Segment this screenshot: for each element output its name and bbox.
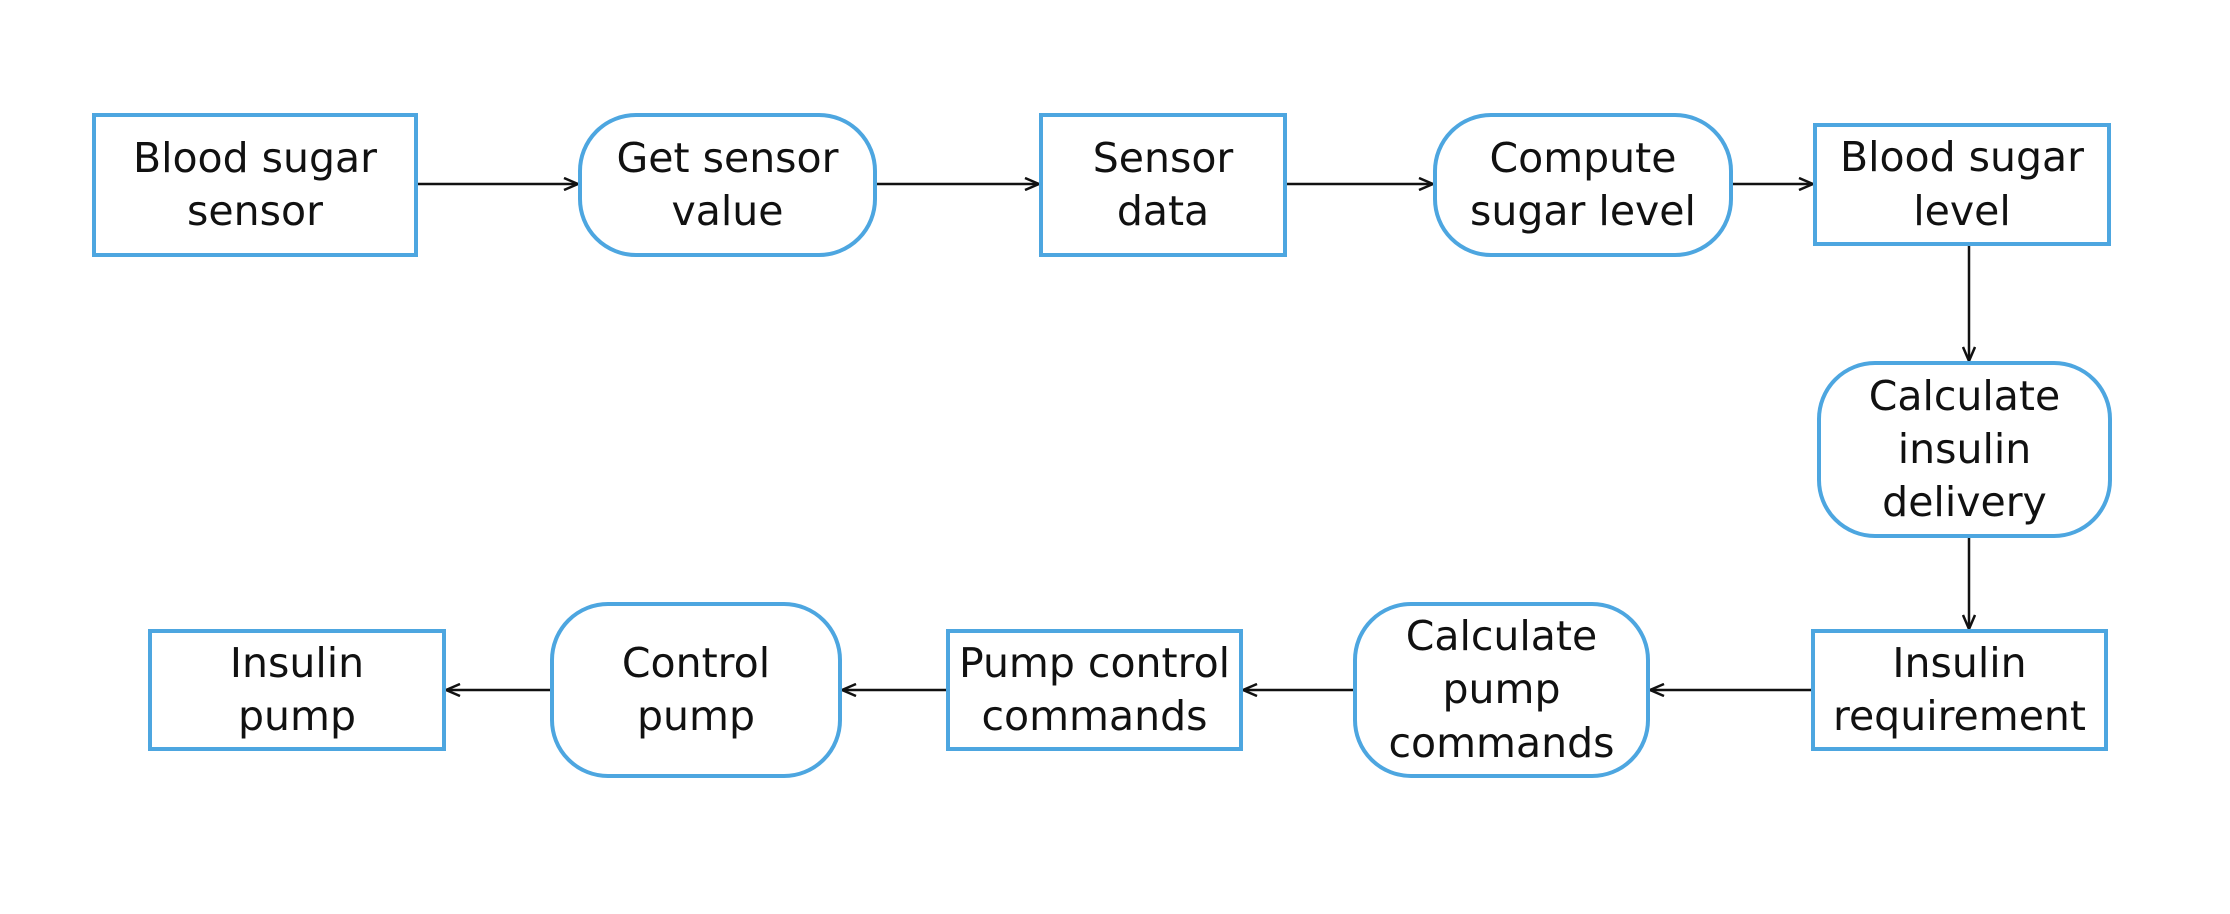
node-label: Insulin pump <box>229 638 365 740</box>
node-label: Pump control commands <box>958 638 1231 740</box>
node-label: Insulin requirement <box>1833 638 2086 740</box>
node-blood-sugar-level: Blood sugar level <box>1813 123 2111 246</box>
node-insulin-requirement: Insulin requirement <box>1811 629 2108 751</box>
node-blood-sugar-sensor: Blood sugar sensor <box>92 113 418 257</box>
process-get-sensor-value: Get sensor value <box>578 113 877 257</box>
node-pump-control-commands: Pump control commands <box>946 629 1243 751</box>
process-control-pump: Control pump <box>550 602 842 778</box>
node-label: Blood sugar sensor <box>132 133 378 235</box>
process-compute-sugar-level: Compute sugar level <box>1433 113 1733 257</box>
process-label: Compute sugar level <box>1470 133 1696 235</box>
process-label: Calculate insulin delivery <box>1868 371 2061 527</box>
process-label: Control pump <box>621 638 771 740</box>
process-calculate-insulin-delivery: Calculate insulin delivery <box>1817 361 2112 538</box>
node-insulin-pump: Insulin pump <box>148 629 446 751</box>
process-label: Get sensor value <box>616 133 839 235</box>
process-label: Calculate pump commands <box>1388 612 1615 767</box>
node-sensor-data: Sensor data <box>1039 113 1287 257</box>
process-calculate-pump-commands: Calculate pump commands <box>1353 602 1650 778</box>
node-label: Blood sugar level <box>1839 133 2085 235</box>
node-label: Sensor data <box>1092 133 1234 235</box>
